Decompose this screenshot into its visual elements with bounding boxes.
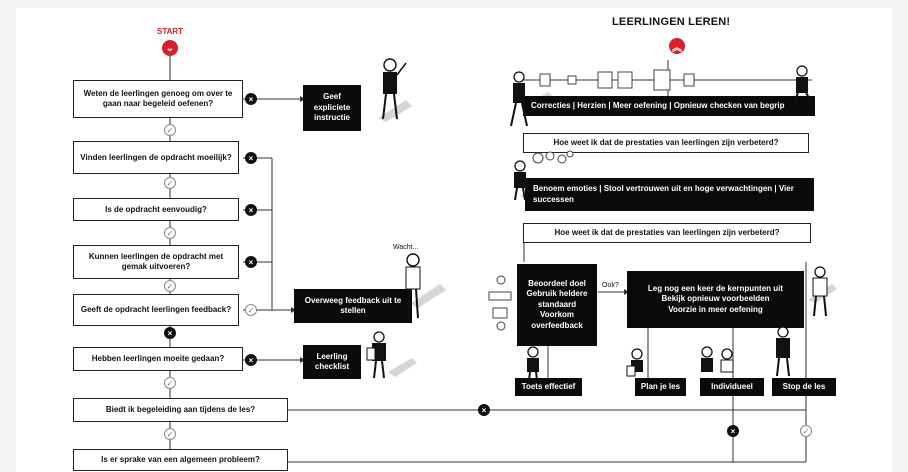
double-chevron-up-icon: ︽ [669,38,685,54]
question-box: Geeft de opdracht leerlingen feedback? [73,294,239,326]
cross-icon: × [727,425,739,437]
button-plan-lesson: Plan je les [635,378,686,396]
check-icon: ✓ [245,304,257,316]
wait-caption: Wacht... [393,244,418,251]
cross-icon: × [245,93,257,105]
cross-icon: × [478,404,490,416]
start-label: START [157,27,183,36]
check-icon: ✓ [164,280,176,292]
person-walking-icon [505,70,535,130]
person-icon [522,346,544,380]
tools-icons [487,272,515,332]
button-individual: Individueel [700,378,764,396]
check-icon: ✓ [164,124,176,136]
question-box: Vinden leerlingen de opdracht moeilijk? [73,141,239,174]
page-title: LEERLINGEN LEREN! [612,16,730,28]
student-figure-icon [365,330,395,380]
pair-of-people-icon [697,346,741,378]
cross-icon: × [245,354,257,366]
check-icon: ✓ [164,377,176,389]
button-effective-test: Toets effectief [515,378,582,396]
emotions-group-icon [510,150,580,200]
chevron-down-icon: ⌄ [162,40,178,56]
check-icon: ✓ [164,428,176,440]
check-icon: ✓ [164,227,176,239]
strategy-row-1: Correcties | Herzien | Meer oefening | O… [523,96,815,116]
teacher-figure-icon [370,55,410,125]
question-box: Hoe weet ik dat de prestaties van leerli… [523,223,811,243]
question-box: Biedt ik begeleiding aan tijdens de les? [73,398,288,422]
action-delay-feedback: Overweeg feedback uit te stellen [294,289,412,323]
feedback-criteria: Beoordeel doel Gebruik heldere standaard… [517,264,597,346]
also-caption: Ook? [602,282,619,289]
cross-icon: × [245,256,257,268]
stop-person-icon [770,326,796,378]
question-box: Is er sprake van een algemeen probleem? [73,449,288,471]
question-box: Kunnen leerlingen de opdracht met gemak … [73,245,239,279]
check-icon: ✓ [164,177,176,189]
person-seated-icon [788,64,818,104]
waiting-person-icon [398,252,428,322]
person-pointing-icon [806,266,834,318]
question-box: Hebben leerlingen moeite gedaan? [73,347,243,371]
action-student-checklist: Leerling checklist [303,345,361,379]
cross-icon: × [164,327,176,339]
question-box: Is de opdracht eenvoudig? [73,198,239,221]
action-explicit-instruction: Geef expliciete instructie [303,85,361,131]
reading-person-icon [626,348,648,380]
button-stop-lesson: Stop de les [772,378,836,396]
check-icon: ✓ [800,425,812,437]
question-box: Weten de leerlingen genoeg om over te ga… [73,80,243,118]
cross-icon: × [245,204,257,216]
reteach-box: Leg nog een keer de kernpunten uit Bekij… [627,271,804,328]
cross-icon: × [245,152,257,164]
